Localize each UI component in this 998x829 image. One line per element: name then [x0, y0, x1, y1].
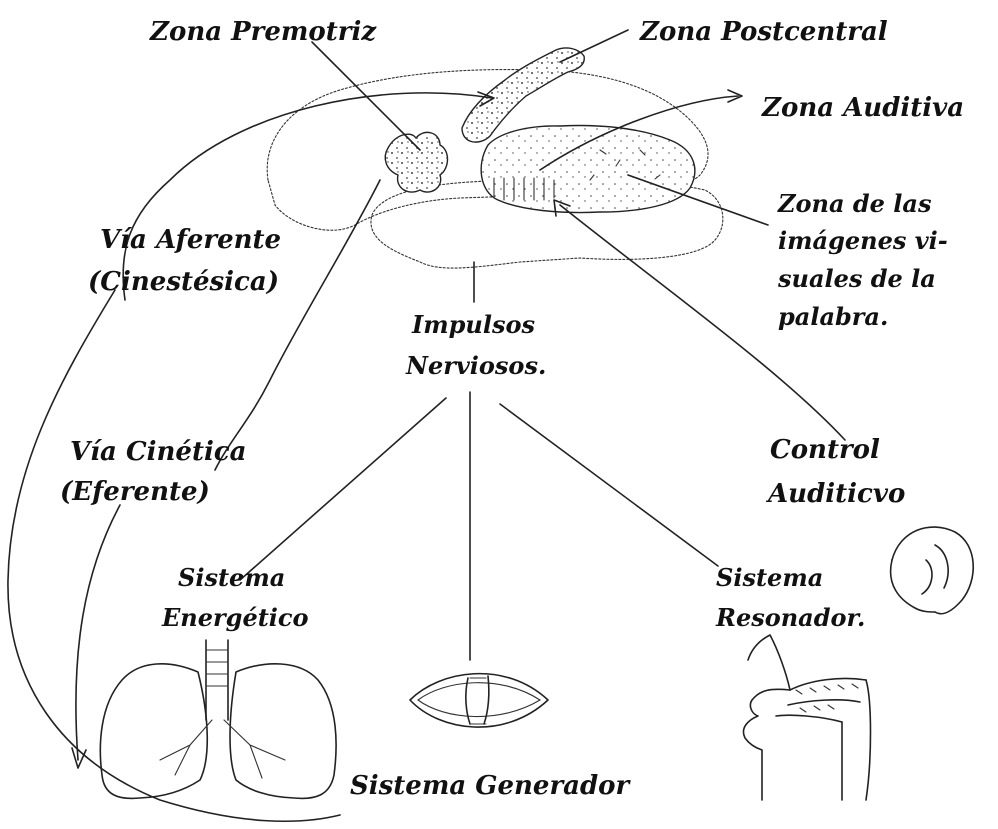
label-zona-imagenes-line2: imágenes vi-: [778, 226, 948, 255]
label-impulsos-line1: Impulsos: [411, 310, 535, 339]
label-control-line1: Control: [770, 435, 880, 465]
label-via-cinetica-line1: Vía Cinética: [70, 437, 247, 467]
label-via-cinetica-line2: (Eferente): [60, 477, 210, 507]
label-impulsos-line2: Nerviosos.: [405, 351, 546, 380]
label-zona-postcentral: Zona Postcentral: [639, 17, 888, 47]
label-sistema-resonador-line1: Sistema: [716, 563, 823, 592]
vocal-cords-icon: [410, 674, 548, 727]
label-via-aferente-line1: Vía Aferente: [100, 225, 281, 255]
label-zona-premotriz: Zona Premotriz: [149, 17, 377, 47]
ear-icon: [891, 527, 974, 614]
label-via-aferente-line2: (Cinestésica): [88, 267, 279, 297]
head-profile-icon: [743, 635, 870, 800]
brain-icon: [267, 48, 723, 268]
label-sistema-resonador-line2: Resonador.: [715, 603, 865, 632]
label-zona-imagenes-line3: suales de la: [777, 264, 936, 293]
label-sistema-generador: Sistema Generador: [350, 771, 632, 801]
label-zona-imagenes-line1: Zona de las: [777, 189, 932, 218]
lungs-icon: [100, 640, 336, 798]
label-zona-imagenes-line4: palabra.: [778, 302, 888, 331]
label-control-line2: Auditicvo: [765, 479, 905, 509]
label-zona-auditiva: Zona Auditiva: [761, 93, 964, 123]
label-sistema-energetico-line2: Energético: [161, 603, 309, 632]
label-sistema-energetico-line1: Sistema: [178, 563, 285, 592]
